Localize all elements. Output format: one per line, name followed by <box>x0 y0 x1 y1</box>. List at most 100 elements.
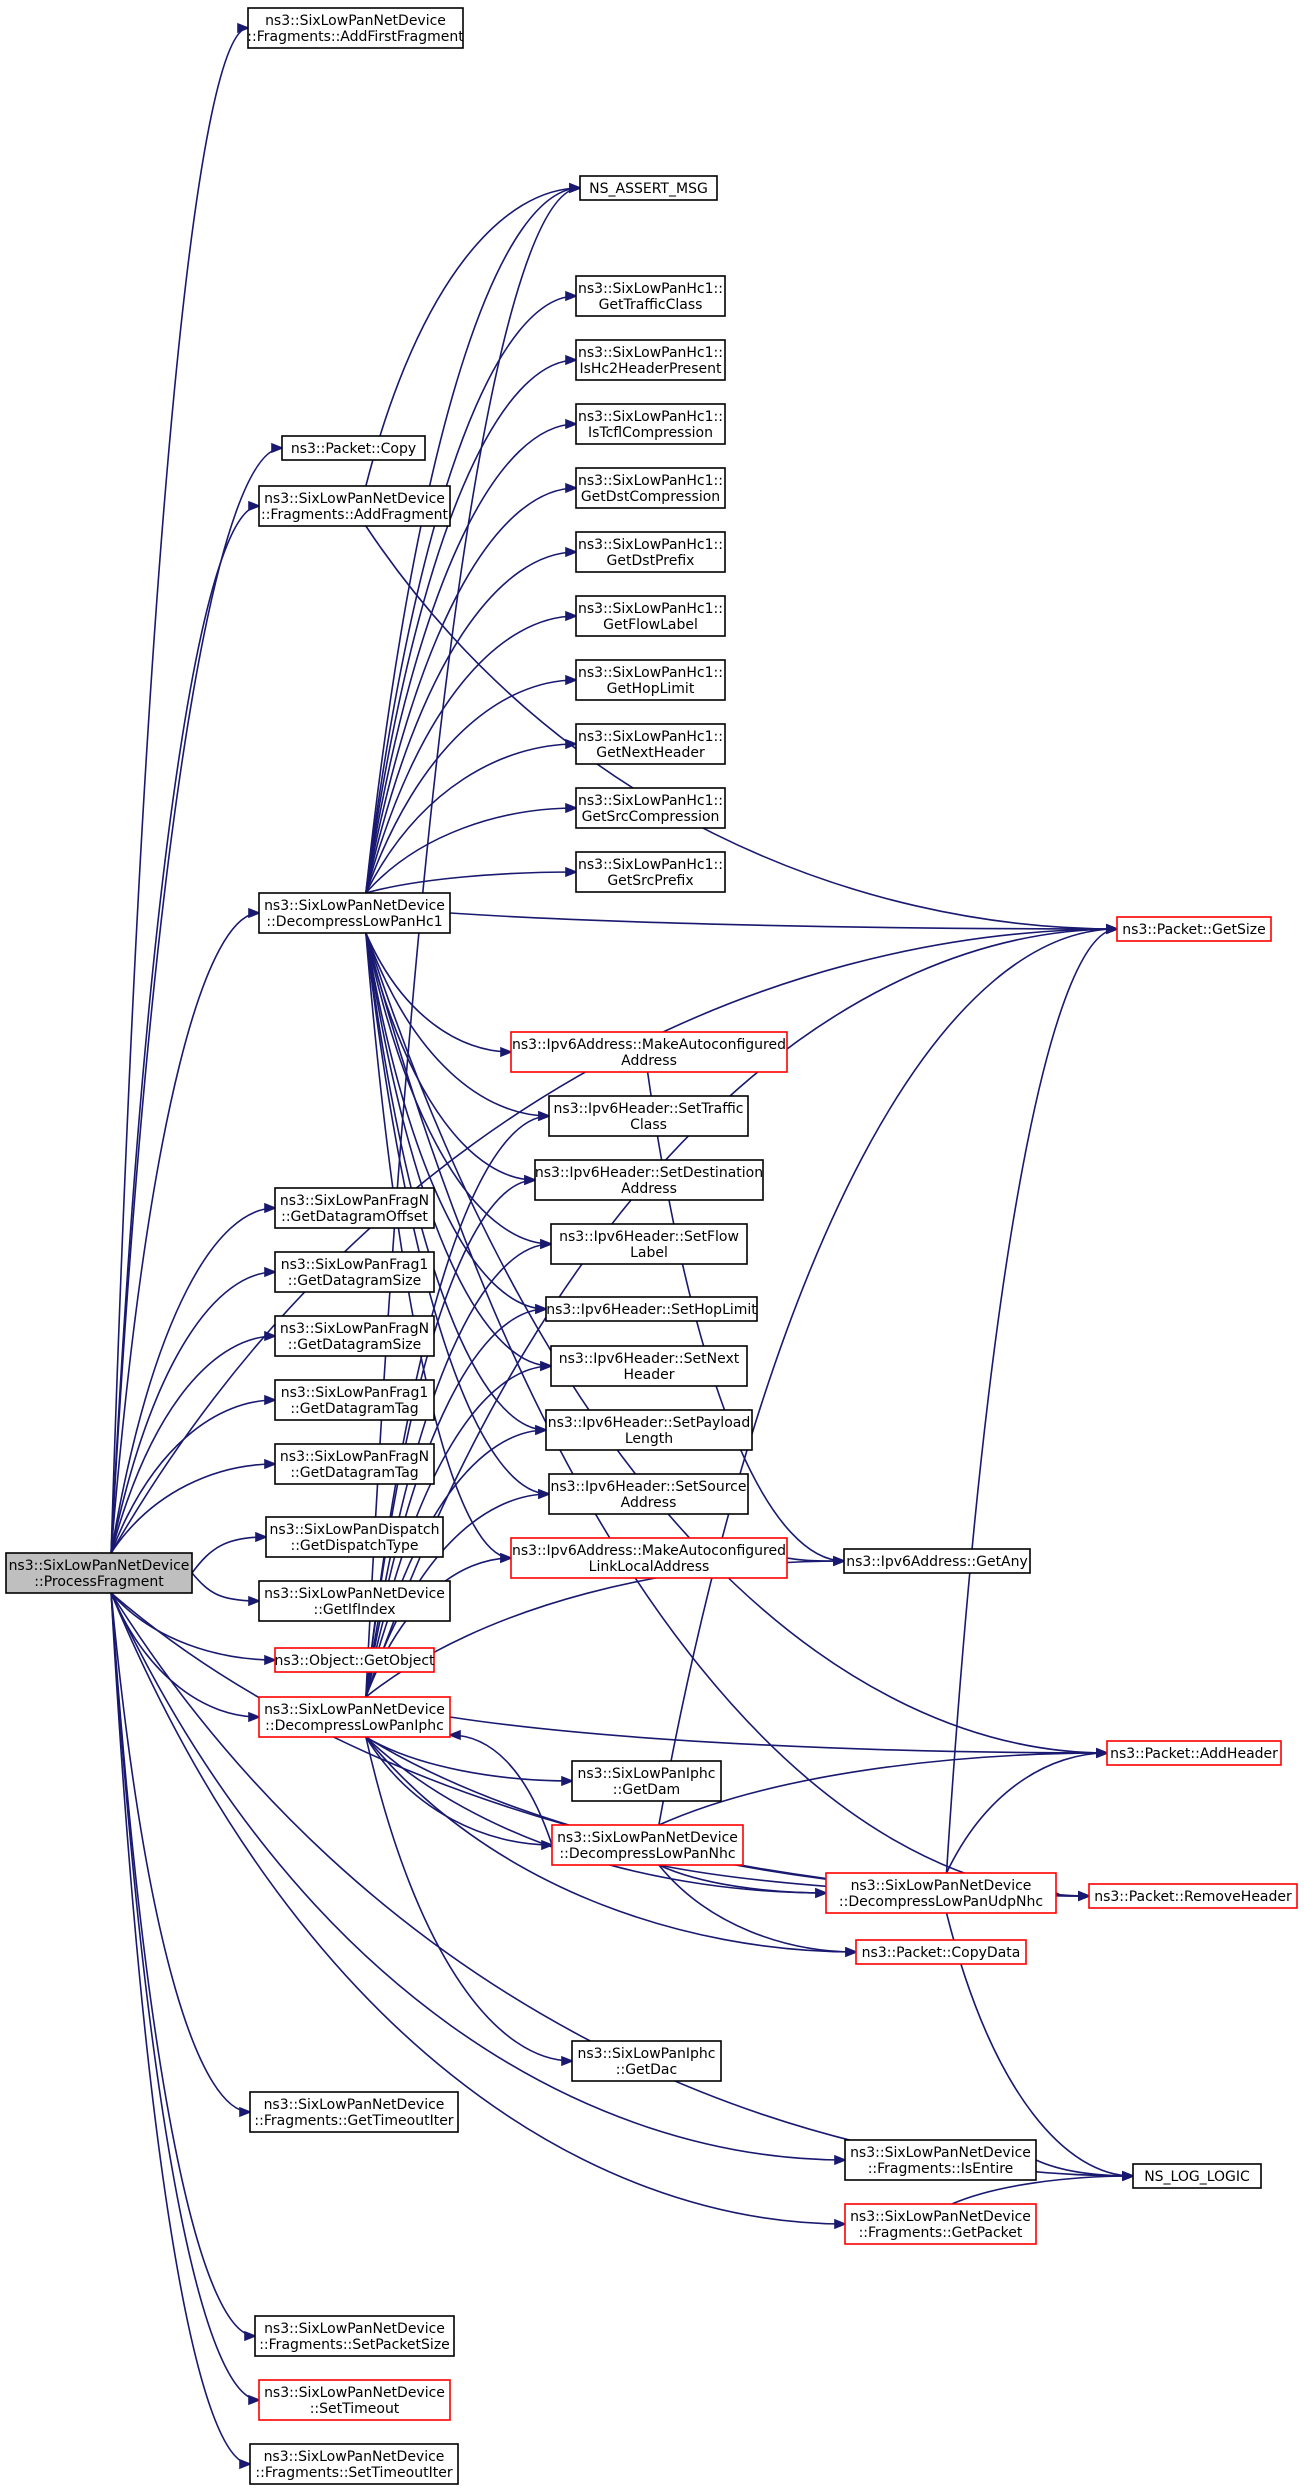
node-get-traffic-class[interactable]: ns3::SixLowPanHc1::GetTrafficClass <box>575 275 726 317</box>
node-set-hop-limit[interactable]: ns3::Ipv6Header::SetHopLimit <box>545 1296 758 1322</box>
node-box[interactable] <box>274 1315 435 1357</box>
node-get-hop-limit[interactable]: ns3::SixLowPanHc1::GetHopLimit <box>575 659 726 701</box>
node-box[interactable] <box>1132 2163 1262 2189</box>
node-get-dispatch-type[interactable]: ns3::SixLowPanDispatch::GetDispatchType <box>265 1516 444 1558</box>
node-box[interactable] <box>510 1537 788 1579</box>
node-box[interactable] <box>571 2040 722 2082</box>
node-box[interactable] <box>545 1409 753 1451</box>
node-box[interactable] <box>258 1696 451 1738</box>
node-box[interactable] <box>274 1647 435 1673</box>
node-box[interactable] <box>571 1760 722 1802</box>
node-packet-copy-data[interactable]: ns3::Packet::CopyData <box>855 1939 1027 1965</box>
node-box[interactable] <box>825 1872 1057 1914</box>
node-frag-nget-datagram-tag[interactable]: ns3::SixLowPanFragN::GetDatagramTag <box>274 1443 435 1485</box>
node-box[interactable] <box>281 435 426 461</box>
node-box[interactable] <box>247 7 464 49</box>
node-get-object[interactable]: ns3::Object::GetObject <box>274 1647 435 1673</box>
node-get-if-index[interactable]: ns3::SixLowPanNetDevice::GetIfIndex <box>258 1580 451 1622</box>
node-box[interactable] <box>844 2203 1037 2245</box>
node-frag1-get-datagram-size[interactable]: ns3::SixLowPanFrag1::GetDatagramSize <box>274 1251 435 1293</box>
node-decompress-nhc[interactable]: ns3::SixLowPanNetDevice::DecompressLowPa… <box>551 1824 744 1866</box>
node-iphc-get-dam[interactable]: ns3::SixLowPanIphc::GetDam <box>571 1760 722 1802</box>
node-box[interactable] <box>575 467 726 509</box>
node-decompress-iphc[interactable]: ns3::SixLowPanNetDevice::DecompressLowPa… <box>258 1696 451 1738</box>
node-is-hc2[interactable]: ns3::SixLowPanHc1::IsHc2HeaderPresent <box>575 339 726 381</box>
node-box[interactable] <box>548 1473 749 1515</box>
node-get-packet[interactable]: ns3::SixLowPanNetDevice::Fragments::GetP… <box>844 2203 1037 2245</box>
node-frag-nget-datagram-size[interactable]: ns3::SixLowPanFragN::GetDatagramSize <box>274 1315 435 1357</box>
node-set-timeout[interactable]: ns3::SixLowPanNetDevice::SetTimeout <box>258 2379 451 2421</box>
node-packet-add-header[interactable]: ns3::Packet::AddHeader <box>1106 1740 1282 1766</box>
node-get-flow-label[interactable]: ns3::SixLowPanHc1::GetFlowLabel <box>575 595 726 637</box>
node-box[interactable] <box>249 2443 459 2485</box>
node-frag1-get-datagram-tag[interactable]: ns3::SixLowPanFrag1::GetDatagramTag <box>274 1379 435 1421</box>
node-box[interactable] <box>575 275 726 317</box>
node-make-autoconf-link-local[interactable]: ns3::Ipv6Address::MakeAutoconfiguredLink… <box>510 1537 788 1579</box>
node-get-src-compression[interactable]: ns3::SixLowPanHc1::GetSrcCompression <box>575 787 726 829</box>
node-box[interactable] <box>1106 1740 1282 1766</box>
node-box[interactable] <box>575 403 726 445</box>
node-box[interactable] <box>265 1516 444 1558</box>
node-box[interactable] <box>550 1345 748 1387</box>
node-box[interactable] <box>258 2379 451 2421</box>
node-get-dst-prefix[interactable]: ns3::SixLowPanHc1::GetDstPrefix <box>575 531 726 573</box>
node-packet-get-size[interactable]: ns3::Packet::GetSize <box>1116 916 1272 942</box>
node-box[interactable] <box>274 1443 435 1485</box>
node-packet-copy[interactable]: ns3::Packet::Copy <box>281 435 426 461</box>
node-box[interactable] <box>579 175 718 201</box>
node-box[interactable] <box>548 1095 749 1137</box>
node-add-first-fragment[interactable]: ns3::SixLowPanNetDevice::Fragments::AddF… <box>247 7 464 49</box>
node-iphc-get-dac[interactable]: ns3::SixLowPanIphc::GetDac <box>571 2040 722 2082</box>
node-ipv6-get-any[interactable]: ns3::Ipv6Address::GetAny <box>843 1548 1031 1574</box>
node-box[interactable] <box>575 723 726 765</box>
node-box[interactable] <box>258 485 451 527</box>
node-process-fragment[interactable]: ns3::SixLowPanNetDevice::ProcessFragment <box>5 1552 193 1594</box>
node-box[interactable] <box>254 2315 455 2357</box>
node-box[interactable] <box>575 595 726 637</box>
node-box[interactable] <box>534 1159 764 1201</box>
node-box[interactable] <box>575 787 726 829</box>
node-make-autoconf-addr[interactable]: ns3::Ipv6Address::MakeAutoconfiguredAddr… <box>510 1031 788 1073</box>
node-frag-nget-datagram-offset[interactable]: ns3::SixLowPanFragN::GetDatagramOffset <box>274 1187 435 1229</box>
node-get-src-prefix[interactable]: ns3::SixLowPanHc1::GetSrcPrefix <box>575 851 726 893</box>
node-box[interactable] <box>550 1223 748 1265</box>
node-decompress-udp-nhc[interactable]: ns3::SixLowPanNetDevice::DecompressLowPa… <box>825 1872 1057 1914</box>
node-get-next-header[interactable]: ns3::SixLowPanHc1::GetNextHeader <box>575 723 726 765</box>
node-is-entire[interactable]: ns3::SixLowPanNetDevice::Fragments::IsEn… <box>844 2139 1037 2181</box>
node-ns-log-logic[interactable]: NS_LOG_LOGIC <box>1132 2163 1262 2189</box>
node-box[interactable] <box>5 1552 193 1594</box>
node-set-timeout-iter[interactable]: ns3::SixLowPanNetDevice::Fragments::SetT… <box>249 2443 459 2485</box>
node-box[interactable] <box>258 1580 451 1622</box>
node-box[interactable] <box>510 1031 788 1073</box>
node-get-timeout-iter[interactable]: ns3::SixLowPanNetDevice::Fragments::GetT… <box>249 2091 459 2133</box>
node-box[interactable] <box>249 2091 459 2133</box>
node-box[interactable] <box>855 1939 1027 1965</box>
node-box[interactable] <box>274 1379 435 1421</box>
node-packet-remove-header[interactable]: ns3::Packet::RemoveHeader <box>1088 1883 1298 1909</box>
node-box[interactable] <box>575 531 726 573</box>
node-box[interactable] <box>575 659 726 701</box>
node-ns-assert-msg[interactable]: NS_ASSERT_MSG <box>579 175 718 201</box>
node-box[interactable] <box>551 1824 744 1866</box>
node-is-tcfl[interactable]: ns3::SixLowPanHc1::IsTcflCompression <box>575 403 726 445</box>
node-box[interactable] <box>843 1548 1031 1574</box>
node-decompress-hc1[interactable]: ns3::SixLowPanNetDevice::DecompressLowPa… <box>258 892 451 934</box>
node-box[interactable] <box>274 1187 435 1229</box>
node-box[interactable] <box>844 2139 1037 2181</box>
node-box[interactable] <box>575 851 726 893</box>
node-box[interactable] <box>1116 916 1272 942</box>
node-get-dst-compression[interactable]: ns3::SixLowPanHc1::GetDstCompression <box>575 467 726 509</box>
node-box[interactable] <box>575 339 726 381</box>
node-box[interactable] <box>545 1296 758 1322</box>
node-add-fragment[interactable]: ns3::SixLowPanNetDevice::Fragments::AddF… <box>258 485 451 527</box>
node-set-packet-size[interactable]: ns3::SixLowPanNetDevice::Fragments::SetP… <box>254 2315 455 2357</box>
node-box[interactable] <box>274 1251 435 1293</box>
node-box[interactable] <box>1088 1883 1298 1909</box>
node-box[interactable] <box>258 892 451 934</box>
